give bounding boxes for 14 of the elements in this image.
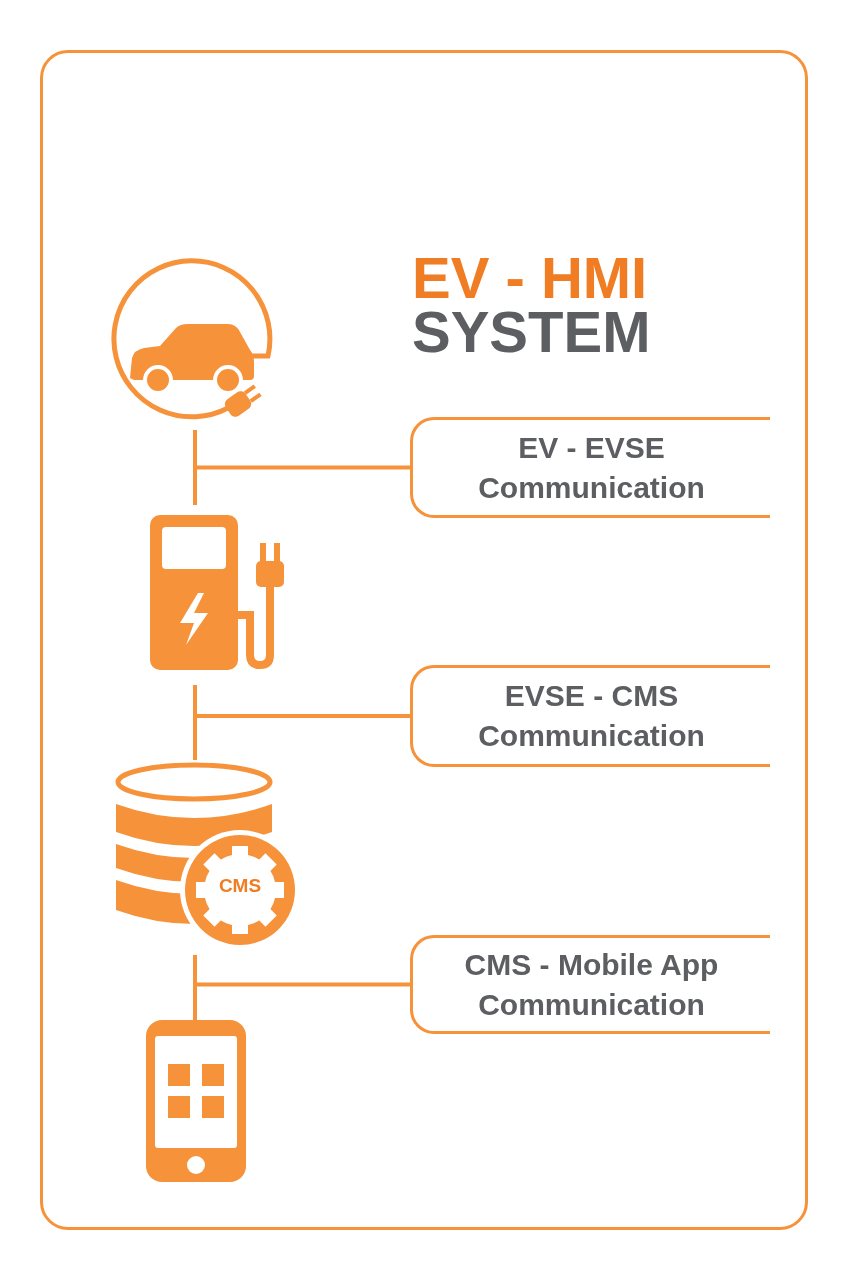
connector-line	[193, 685, 197, 760]
cms-label: CMS	[217, 875, 263, 897]
label-box	[410, 935, 770, 1034]
communication-label: EV - EVSE Communication	[477, 429, 706, 506]
label-box	[410, 417, 770, 518]
connector-line	[195, 465, 410, 470]
label-box	[410, 665, 770, 767]
connector-line	[193, 955, 197, 1020]
connector-line	[195, 982, 410, 987]
connector-line	[195, 714, 410, 718]
communication-label: CMS - Mobile App Communication	[463, 946, 720, 1023]
connector-line	[193, 430, 197, 505]
smartphone-icon	[146, 1020, 246, 1182]
communication-label: EVSE - CMS Communication	[477, 678, 706, 754]
